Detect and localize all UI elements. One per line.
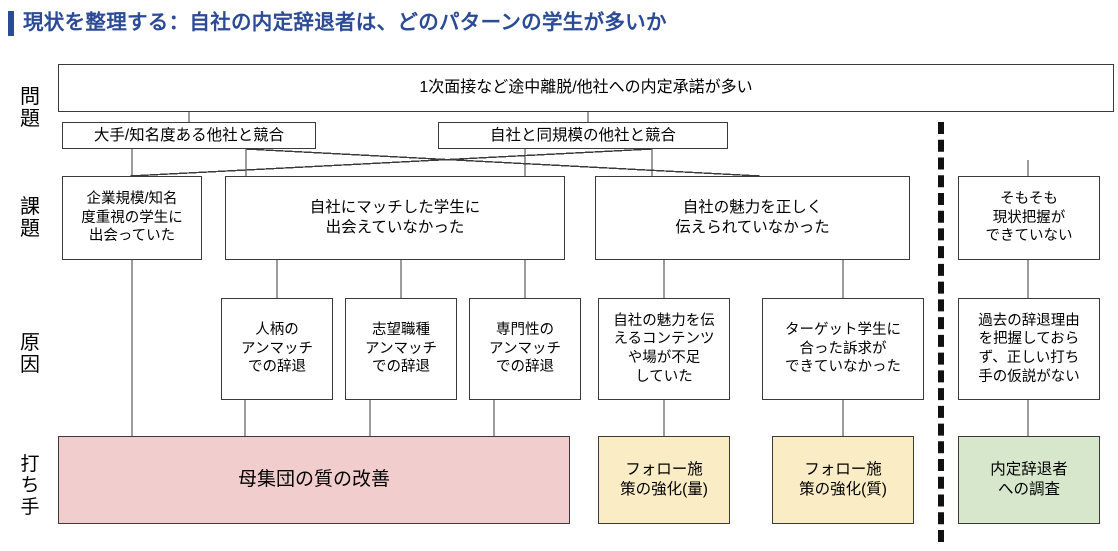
cause-box-4: ターゲット学生に 合った訴求が できていなかった [762, 298, 924, 400]
issue-box-0: 企業規模/知名 度重視の学生に 出会っていた [62, 176, 202, 260]
row-label-problem: 問 題 [20, 85, 40, 130]
problem-banner: 1次面接など途中離脱/他社への内定承諾が多い [58, 64, 1114, 112]
problem-box-0: 大手/知名度ある他社と競合 [62, 122, 316, 149]
row-label-action: 打 ち 手 [20, 454, 40, 518]
section-divider [938, 122, 944, 542]
cause-box-3: 自社の魅力を伝 えるコンテンツ や場が不足 していた [598, 298, 730, 400]
title-accent-bar [8, 10, 14, 36]
cause-box-5: 過去の辞退理由 を把握しておら ず、正しい打ち 手の仮説がない [958, 298, 1100, 400]
page-title: 現状を整理する：自社の内定辞退者は、どのパターンの学生が多いか [8, 6, 1108, 40]
row-label-cause: 原 因 [20, 331, 40, 376]
cause-box-2: 専門性の アンマッチ での辞退 [469, 298, 581, 400]
issue-box-2: 自社の魅力を正しく 伝えられていなかった [595, 176, 910, 260]
action-box-3: 内定辞退者 への調査 [958, 436, 1100, 524]
row-label-issue: 課 題 [20, 195, 40, 240]
cause-box-1: 志望職種 アンマッチ での辞退 [345, 298, 457, 400]
action-box-1: フォロー施 策の強化(量) [598, 436, 730, 524]
action-box-0: 母集団の質の改善 [58, 436, 570, 524]
cause-box-0: 人柄の アンマッチ での辞退 [221, 298, 333, 400]
issue-box-1: 自社にマッチした学生に 出会えていなかった [225, 176, 565, 260]
problem-box-1: 自社と同規模の他社と競合 [438, 122, 728, 149]
title-text: 現状を整理する：自社の内定辞退者は、どのパターンの学生が多いか [23, 10, 667, 34]
issue-box-3: そもそも 現状把握が できていない [958, 176, 1100, 260]
action-box-2: フォロー施 策の強化(質) [772, 436, 914, 524]
